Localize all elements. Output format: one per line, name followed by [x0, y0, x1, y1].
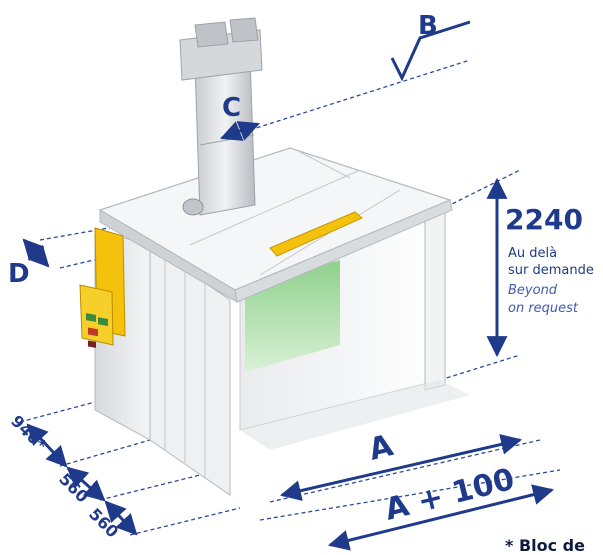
dim-d-label: D: [8, 259, 30, 289]
height-value: 2240: [505, 203, 583, 236]
height-note-fr-line1: Au delà: [508, 246, 558, 261]
dim-b-slope-symbol: [390, 20, 471, 82]
spray-booth: [79, 17, 470, 496]
dim-depth-3-label: 560: [85, 504, 122, 541]
dim-d-arrow: [22, 238, 50, 268]
dim-a-arrow: [279, 434, 523, 501]
dim-a-plus-arrow: [327, 484, 555, 551]
height-note-en-line1: Beyond: [508, 283, 558, 298]
dim-depth-1-label: 940*: [7, 411, 50, 454]
dim-depth-3-arrow: [104, 500, 138, 536]
height-note-en-line2: on request: [508, 301, 579, 316]
height-note-fr-line2: sur demande: [508, 263, 594, 278]
dim-b-label: B: [418, 11, 438, 41]
dim-c-arrow: [220, 121, 260, 141]
footnote: * Bloc de: [505, 536, 585, 555]
dimension-arrows: [22, 121, 555, 551]
dim-a-label: A: [365, 428, 397, 468]
dim-depth-1-arrow: [26, 423, 68, 468]
dim-depth-2-arrow: [66, 466, 106, 502]
dim-c-label: C: [222, 93, 241, 123]
dim-depth-2-label: 560: [55, 469, 92, 506]
